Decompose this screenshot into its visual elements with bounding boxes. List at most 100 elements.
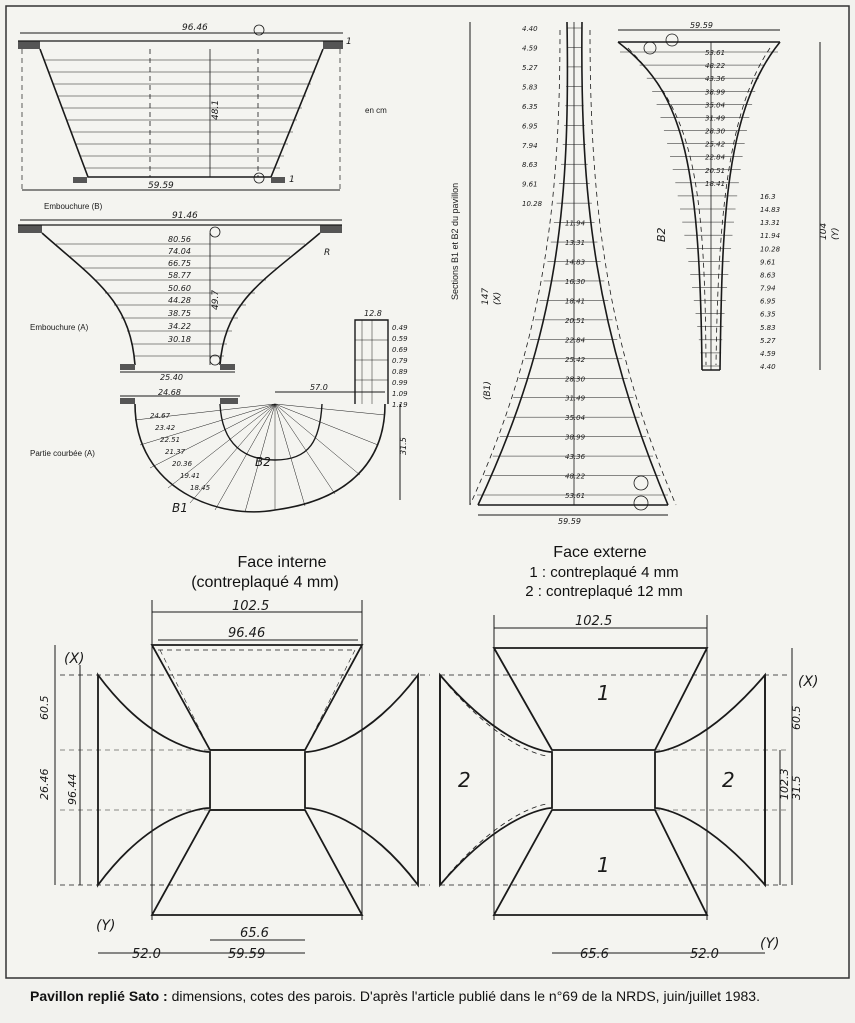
section-b2-value: 20.51 — [705, 167, 725, 175]
section-b1-x: (X) — [493, 292, 503, 305]
section-b2-label: B2 — [655, 227, 668, 242]
section-b2-value: 8.63 — [760, 271, 776, 279]
section-b1-value: 5.27 — [522, 64, 538, 72]
fi-dim-left2: 26.46 — [38, 769, 51, 801]
curve-right-4: 0.79 — [392, 357, 408, 365]
fe-panel-2-right: 2 — [722, 768, 735, 792]
fi-dim-bottom3: 59.59 — [228, 947, 265, 962]
section-b1-value: 35.04 — [565, 414, 585, 422]
section-b1-value: 43.36 — [565, 453, 586, 461]
sections-title: Sections B1 et B2 du pavillon — [450, 183, 460, 300]
section-b1-bottom: 59.59 — [558, 517, 581, 526]
section-b2-values: 53.6148.2243.3638.9935.0431.4928.3025.42… — [620, 49, 781, 371]
fi-y-mark: (Y) — [96, 918, 115, 934]
section-b1-value: 8.63 — [522, 161, 538, 169]
curve-radius-dim: 57.0 — [310, 383, 328, 392]
partie-courbee-label: Partie courbée (A) — [30, 449, 95, 458]
section-b2-value: 4.40 — [760, 363, 776, 371]
emb-a-height-dim: 49.7 — [211, 290, 221, 310]
section-b2-top: 59.59 — [690, 21, 713, 30]
section-b1-value: 16.30 — [565, 278, 586, 286]
section-b2-height: 104 — [819, 223, 829, 240]
section-b2-value: 14.83 — [760, 206, 780, 214]
face-externe-line1: 1 : contreplaqué 4 mm — [529, 564, 678, 581]
section-b2-value: 18.41 — [705, 180, 725, 188]
face-interne-subtitle: (contreplaqué 4 mm) — [191, 574, 339, 591]
fe-panel-1-top: 1 — [597, 681, 610, 705]
section-b2-value: 22.84 — [705, 154, 725, 162]
emb-a-value-5: 50.60 — [168, 284, 191, 293]
emb-b-bottom-dim: 59.59 — [148, 181, 174, 191]
emb-b-height-dim: 48.1 — [211, 100, 221, 120]
fe-dim-top: 102.5 — [575, 614, 612, 629]
section-b1-value: 10.28 — [522, 200, 543, 208]
emb-a-value-4: 58.77 — [168, 271, 192, 280]
section-b2-value: 43.36 — [705, 75, 726, 83]
section-b1-value: 4.40 — [522, 25, 538, 33]
embouchure-a-label: Embouchure (A) — [30, 323, 89, 332]
section-b1-value: 6.95 — [522, 122, 538, 130]
curve-top-dim: 24.68 — [158, 388, 181, 397]
curve-b2-label: B2 — [255, 455, 271, 469]
curve-height-dim: 31.5 — [399, 437, 408, 455]
curve-right-1: 0.49 — [392, 324, 408, 332]
curve-right-3: 0.69 — [392, 346, 408, 354]
section-b2-value: 11.94 — [760, 232, 780, 240]
section-b2-value: 35.04 — [705, 101, 725, 109]
emb-b-tick-top: 1 — [346, 37, 352, 47]
section-b2-value: 7.94 — [760, 285, 776, 293]
embouchure-b-drawing: 96.46 59.59 48.1 1 1 Embouchure (B) en c… — [18, 23, 387, 211]
section-b2-value: 28.30 — [705, 128, 726, 136]
fi-x-mark: (X) — [64, 651, 85, 667]
section-b1-drawing: Sections B1 et B2 du pavillon (B1) 147 (… — [450, 21, 677, 526]
fi-dim-top2: 96.46 — [228, 626, 265, 641]
section-b1-value: 6.35 — [522, 103, 538, 111]
embouchure-a-drawing: 91.46 80.56 74.04 66.75 58.77 50.60 44.2… — [18, 211, 342, 382]
section-b2-value: 53.61 — [705, 49, 725, 57]
section-b2-value: 6.35 — [760, 311, 776, 319]
embouchure-b-label: Embouchure (B) — [44, 202, 103, 211]
section-b1-value: 11.94 — [565, 220, 585, 228]
fe-y-mark: (Y) — [760, 936, 779, 952]
section-b1-value: 18.41 — [565, 297, 585, 305]
fe-dim-right3: 31.5 — [790, 776, 803, 801]
emb-a-value-1: 80.56 — [168, 235, 191, 244]
section-b2-y: (Y) — [831, 227, 841, 240]
curve-right-8: 1.19 — [392, 401, 408, 409]
emb-a-value-2: 74.04 — [168, 247, 191, 256]
section-b1-value: 4.59 — [522, 44, 538, 52]
fi-dim-bottom1: 52.0 — [132, 947, 161, 962]
section-b2-value: 5.27 — [760, 337, 776, 345]
section-b1-value: 22.84 — [565, 336, 585, 344]
section-b1-value: 13.31 — [565, 239, 585, 247]
section-b1-value: 25.42 — [565, 356, 586, 364]
section-b1-value: 7.94 — [522, 142, 538, 150]
curve-neck-top-dim: 12.8 — [364, 309, 382, 318]
section-b2-drawing: 59.59 104 (Y) B2 53.6148.2243.3638.9935.… — [617, 21, 841, 371]
emb-a-value-3: 66.75 — [168, 259, 191, 268]
section-b1-value: 38.99 — [565, 434, 586, 442]
curve-value-5: 20.36 — [172, 460, 193, 468]
fi-dim-top: 102.5 — [232, 599, 269, 614]
emb-a-value-9: 30.18 — [168, 335, 191, 344]
section-b1-value: 28.30 — [565, 375, 586, 383]
section-b2-value: 13.31 — [760, 219, 780, 227]
emb-b-top-dim: 96.46 — [182, 23, 208, 33]
section-b2-value: 16.3 — [760, 193, 776, 201]
fe-x-mark: (X) — [798, 674, 819, 690]
emb-a-top-dim: 91.46 — [172, 211, 198, 221]
fe-dim-bottom1: 65.6 — [580, 947, 609, 962]
face-interne-drawing: Face interne (contreplaqué 4 mm) 102.5 9… — [38, 554, 430, 962]
fi-dim-left1: 60.5 — [38, 696, 51, 721]
curve-value-7: 18.45 — [190, 484, 211, 492]
fe-dim-bottom2: 52.0 — [690, 947, 719, 962]
curve-right-5: 0.89 — [392, 368, 408, 376]
section-b2-value: 48.22 — [705, 62, 726, 70]
caption-title: Pavillon replié Sato : — [30, 988, 168, 1004]
curve-right-2: 0.59 — [392, 335, 408, 343]
section-b1-value: 20.51 — [565, 317, 585, 325]
emb-a-value-6: 44.28 — [168, 296, 191, 305]
face-interne-title: Face interne — [238, 554, 327, 571]
emb-a-bottom-dim-1: 25.40 — [160, 373, 183, 382]
